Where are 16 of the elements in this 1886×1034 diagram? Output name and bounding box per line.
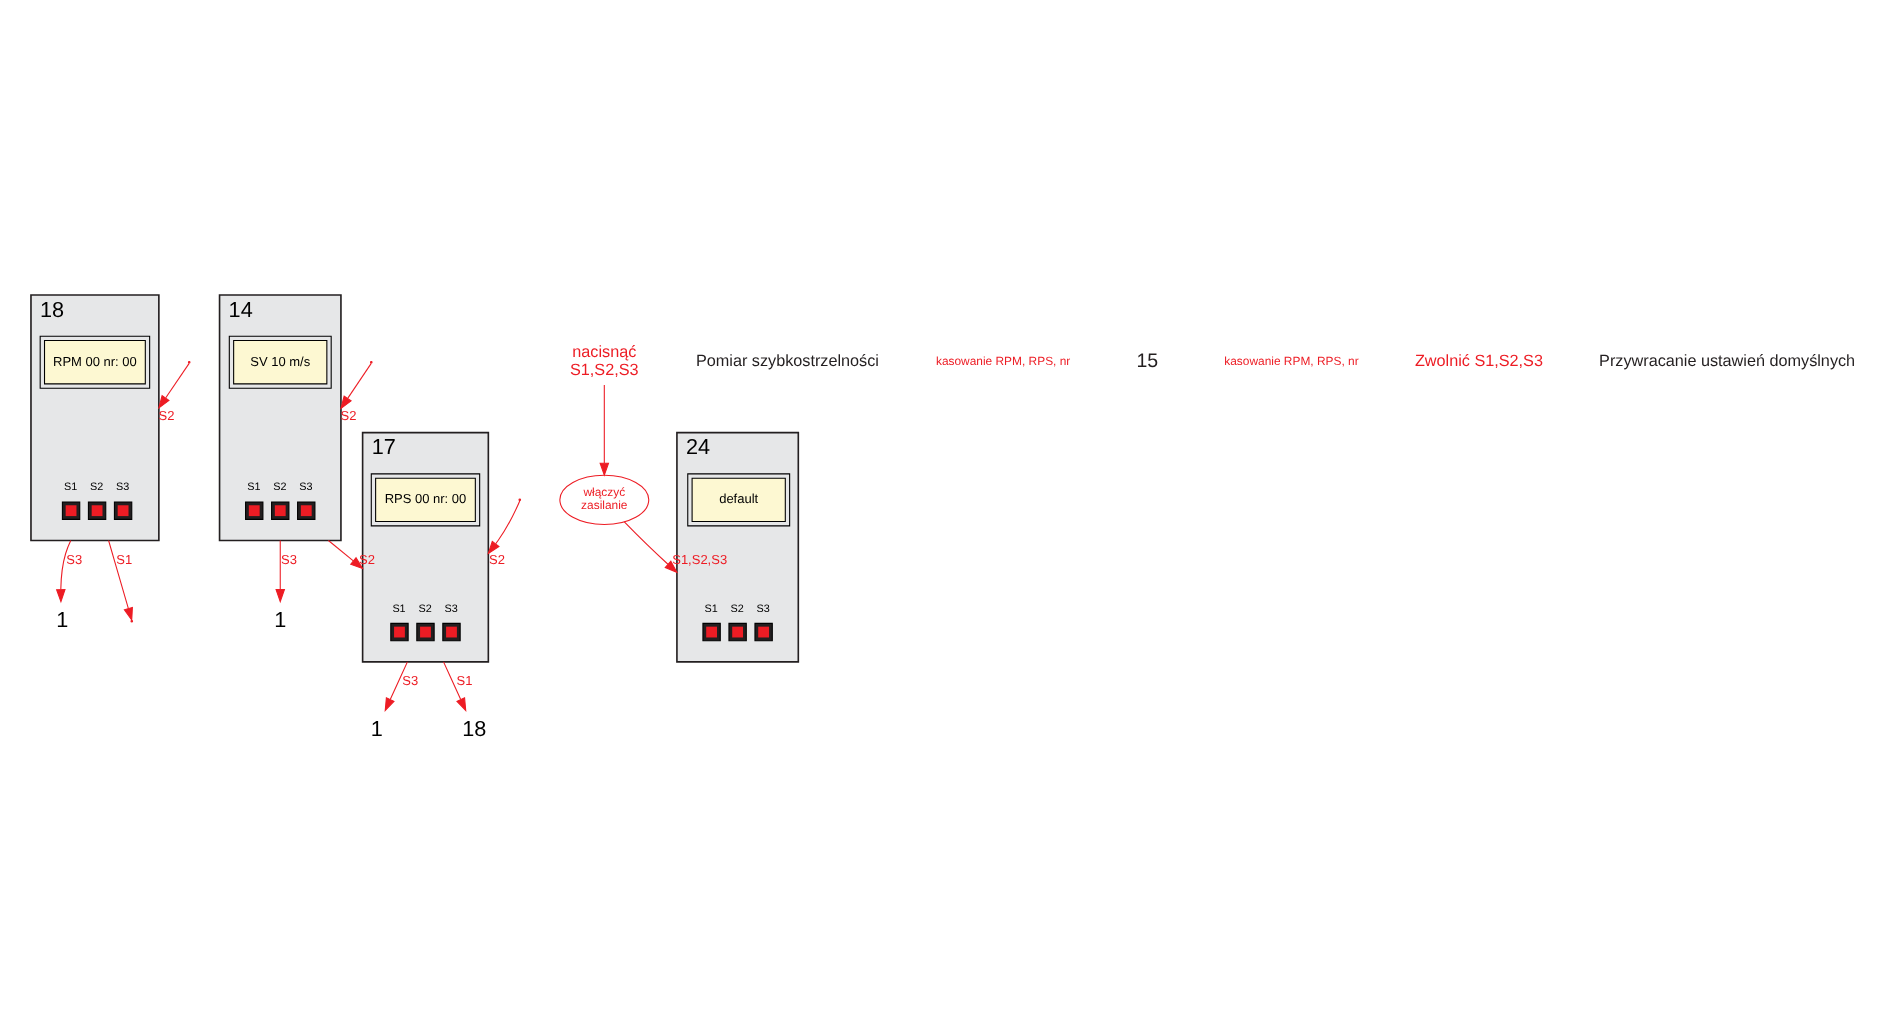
arrow: [108, 538, 133, 621]
arrow: [275, 538, 286, 603]
arrow: [157, 361, 190, 409]
arrow: [487, 499, 521, 554]
node-text: 1: [370, 716, 383, 741]
arrow: [340, 361, 372, 409]
node-text: 18: [462, 716, 487, 741]
arrow: [443, 660, 467, 711]
arrow: [327, 538, 364, 569]
arrow: [55, 538, 72, 603]
node-text: 1: [274, 607, 287, 632]
label: 15: [1136, 349, 1159, 372]
arrow: [623, 520, 679, 573]
arrow: [599, 383, 610, 476]
node-text: 1: [56, 607, 69, 632]
arrow: [384, 660, 408, 711]
